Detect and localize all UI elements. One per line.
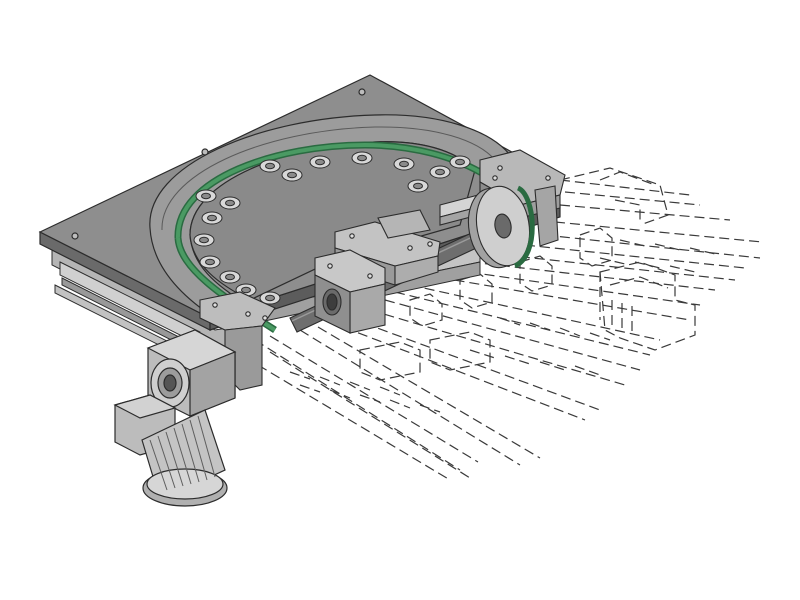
puck-hole-4 — [287, 171, 297, 179]
puck-hole-6 — [357, 154, 367, 162]
phantom-extension — [254, 167, 763, 481]
puck-hole-11 — [207, 214, 217, 222]
puck-hole-12 — [199, 236, 209, 244]
puck-hole-8 — [413, 182, 423, 190]
pulley — [467, 185, 535, 269]
puck-hole-15 — [241, 286, 251, 294]
puck-hole-3 — [265, 162, 275, 170]
puck-hole-10 — [455, 158, 465, 166]
puck-hole-14 — [225, 273, 235, 281]
electric-motor — [113, 394, 228, 507]
puck-hole-16 — [265, 294, 275, 302]
puck-hole-2 — [225, 199, 235, 207]
puck-hole-13 — [205, 258, 215, 266]
pucks — [193, 151, 471, 305]
puck-hole-9 — [435, 168, 445, 176]
puck-hole-5 — [315, 158, 325, 166]
puck-hole-7 — [399, 160, 409, 168]
puck-hole-1 — [201, 192, 211, 200]
gearbox — [146, 329, 237, 417]
front-bearing-block — [314, 249, 386, 334]
